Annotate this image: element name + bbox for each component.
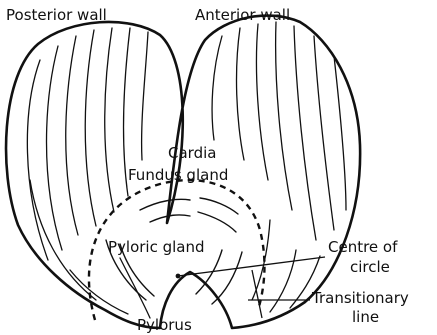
centre-of-circle-dot xyxy=(176,274,181,279)
label-centre-of-circle-1: Centre of xyxy=(328,238,398,256)
label-transitionary-1: Transitionary xyxy=(311,289,409,307)
label-pyloric-gland: Pyloric gland xyxy=(108,238,205,256)
label-cardia: Cardia xyxy=(168,144,216,162)
label-anterior-wall: Anterior wall xyxy=(195,6,290,24)
label-transitionary-2: line xyxy=(352,308,379,326)
label-posterior-wall: Posterior wall xyxy=(6,6,107,24)
label-pylorus: Pylorus xyxy=(137,316,192,334)
label-fundus-gland: Fundus gland xyxy=(128,166,228,184)
label-centre-of-circle-2: circle xyxy=(350,258,390,276)
